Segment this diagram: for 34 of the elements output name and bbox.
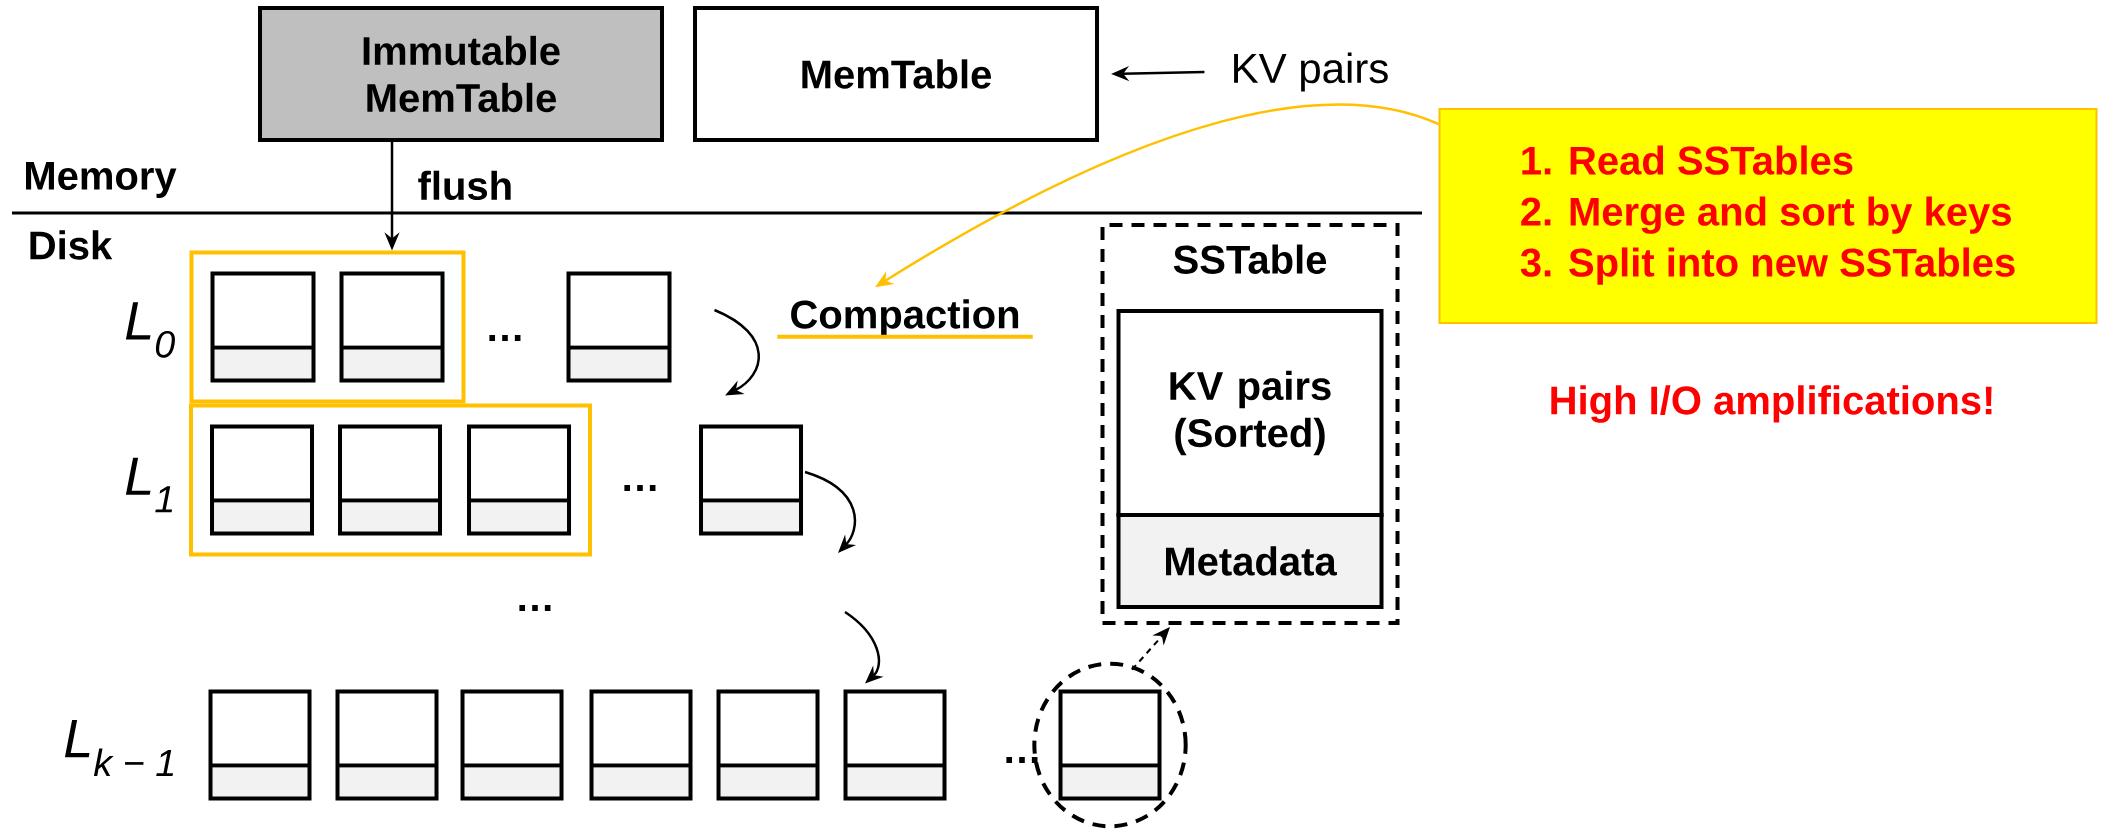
sstable-block: [1058, 689, 1162, 801]
sstable-block: [467, 424, 571, 536]
sstable-block: [210, 271, 316, 383]
ellipsis: …: [624, 485, 656, 491]
sstable-block: [566, 271, 672, 383]
ellipsis: …: [489, 335, 521, 341]
sstable-block: [210, 424, 314, 536]
memtable-box: Immutable MemTable: [258, 6, 664, 142]
sstable-block: [335, 689, 439, 801]
ellipsis: …: [519, 605, 551, 611]
sstable-block: [589, 689, 693, 801]
level-label: L$_{1}$: [125, 457, 173, 513]
input-label: KV pairs: [1234, 52, 1388, 92]
sstable-block: [338, 424, 442, 536]
group-outline: [189, 250, 466, 404]
ellipsis: …: [1006, 757, 1038, 763]
level-label: L$_{0}$: [125, 302, 175, 358]
sstable-block: [716, 689, 820, 801]
sstable-block: [208, 689, 312, 801]
edge-label: flush: [418, 170, 511, 201]
metadata-box: Metadata: [1116, 513, 1384, 609]
sstable-block: [699, 424, 803, 536]
sstable-block: [339, 271, 445, 383]
group-outline: [189, 403, 592, 557]
compaction-label: Compaction: [777, 299, 1033, 339]
warning-text: High I/O amplifications!: [1551, 385, 1992, 423]
dashed-arrow: [1131, 627, 1170, 671]
memtable-box: MemTable: [693, 6, 1099, 142]
sstable-block: [460, 689, 564, 801]
note-box: 1. Read SSTables 2. Merge and sort by keys 3. Split into new SSTables: [1438, 108, 2098, 324]
section-label: Memory: [26, 162, 177, 198]
section-label: Disk: [30, 230, 113, 260]
curved-arrow: [713, 308, 760, 396]
sstable-block: [843, 689, 947, 801]
